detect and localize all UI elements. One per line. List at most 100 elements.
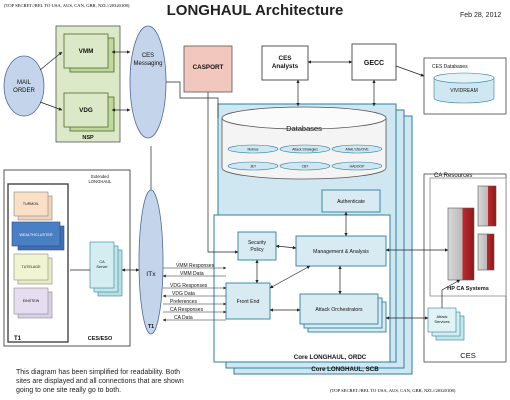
svg-text:GECC: GECC [364,60,384,67]
casport-to-core [207,92,239,254]
classification-bottom: (TOP SECRET//REL TO USA, AUS, CAN, GBR, … [330,388,456,393]
extended-longhaul-label: Extended [91,174,109,179]
db-item-cbt: CBT [279,161,331,171]
security-to-mgmt [275,244,297,250]
svg-text:Messaging: Messaging [133,61,162,67]
svg-text:VDG: VDG [79,107,93,114]
svg-text:MAIL: MAIL [17,80,32,86]
svg-text:Security: Security [248,240,267,246]
itx-link-labels: VMM Responses VMM Data VDG Responses VDG… [170,263,215,321]
svg-text:Attack Orchestrators: Attack Orchestrators [315,307,363,313]
mail-to-vmm [39,51,63,71]
link-ca-responses: CA Responses [170,307,204,313]
svg-text:Management & Analysis: Management & Analysis [313,249,369,255]
ces-analysts-box: CES Analysts [261,45,309,81]
hp-server-rack-top [477,185,497,227]
svg-text:Server: Server [96,265,108,269]
page-title: LONGHAUL Architecture [166,2,344,19]
mail-order-oval: MAIL ORDER [3,55,45,117]
tutelage-stack: TUTELAGE [13,253,53,285]
attack-services-stack: Attack Services [427,307,465,341]
svg-text:ANALYZE/OVE: ANALYZE/OVE [345,148,369,152]
ca-server-stack: CA Server [89,241,123,297]
svg-text:Authenticate: Authenticate [337,199,365,205]
security-policy-box: Security Policy [237,231,277,261]
diagram-date: Feb 28, 2012 [460,12,502,19]
svg-text:VMM: VMM [79,48,94,55]
footer-note-line-2: sites are displayed and all connections … [16,378,184,385]
svg-text:Mobius: Mobius [248,148,259,152]
svg-text:CASPORT: CASPORT [193,64,224,71]
authenticate-box: Authenticate [321,189,381,213]
svg-text:VIVIDREAM: VIVIDREAM [450,88,478,94]
ca-resources-label: CA Resources [434,173,472,179]
svg-text:LONGHAUL: LONGHAUL [88,179,112,184]
front-end-box: Front End [225,282,271,320]
link-vdg-responses: VDG Responses [170,283,208,289]
db-item-mobius: Mobius [227,144,279,154]
core-scb-label: Core LONGHAUL, SCB [311,366,379,373]
nsp-label: NSP [82,135,94,141]
databases-label: Databases [286,124,322,133]
ces-eso-label: CES/ESO [88,336,113,342]
hp-server-rack-mid [477,233,495,271]
link-vdg-data: VDG Data [172,291,195,297]
databases-cylinder: Databases Mobius Attack Strategies ANALY… [221,106,387,180]
db-item-attack-strategies: Attack Strategies [279,144,331,154]
classification-top: (TOP SECRET//REL TO USA, AUS, CAN, GBR, … [4,3,130,8]
svg-text:ITx: ITx [146,271,156,278]
frontend-to-mgmt [269,265,311,289]
svg-text:CES Databases: CES Databases [432,64,468,70]
casport-box: CASPORT [183,45,233,93]
db-item-analyzeove: ANALYZE/OVE [331,144,383,154]
svg-text:Attack: Attack [436,314,447,319]
svg-text:JET: JET [250,165,256,169]
ces-databases-box: CES Databases VIVIDREAM [423,57,507,115]
itx-frontend-links [162,266,227,322]
db-item-jet: JET [227,161,279,171]
core-ordc-label: Core LONGHAUL, ORDC [294,354,367,361]
gecc-box: GECC [351,43,397,81]
hp-server-rack-large [447,207,475,281]
svg-text:Front End: Front End [237,299,260,305]
svg-text:TUTELAGE: TUTELAGE [22,265,42,269]
svg-text:TURMOIL: TURMOIL [23,202,39,206]
svg-text:Services: Services [434,319,449,324]
svg-text:ORDER: ORDER [13,88,35,94]
svg-text:HADOOP: HADOOP [350,165,365,169]
svg-text:Attack Strategies: Attack Strategies [292,148,318,152]
vividream-cylinder: VIVIDREAM [433,72,495,104]
svg-text:CA: CA [99,260,105,264]
link-ca-data: CA Data [174,315,193,321]
svg-text:EINSTEIN: EINSTEIN [23,299,40,303]
link-vmm-responses: VMM Responses [176,263,215,269]
connectors [39,50,461,320]
itx-oval: ITx T1 [138,189,164,335]
turmoil-stack: TURMOIL [13,191,53,221]
attack-services-to-servers [441,279,461,308]
svg-text:CES: CES [142,53,154,59]
ces-messaging-to-core [166,81,219,118]
footer-note-line-1: This diagram has been simplified for rea… [16,369,181,376]
link-vmm-data: VMM Data [180,271,204,277]
vmm-box: VMM [63,33,115,73]
ces-messaging-oval: CES Messaging [129,25,167,139]
management-analysis-box: Management & Analysis [295,235,387,267]
mail-to-vdg [39,101,63,111]
svg-text:Analysts: Analysts [272,63,299,70]
svg-text:WEALTHCLUSTER: WEALTHCLUSTER [19,233,53,237]
svg-text:CES: CES [279,55,292,62]
svg-text:CBT: CBT [302,165,309,169]
db-item-hadoop: HADOOP [331,161,383,171]
hp-ca-systems-label: HP CA Systems [447,286,489,292]
wealthcluster-stack: WEALTHCLUSTER [11,221,65,251]
footer-note-line-3: going to one site really go to both. [16,387,122,394]
vdg-box: VDG [63,92,115,132]
attack-orchestrators-stack: Attack Orchestrators [299,293,387,333]
ces-label: CES [460,351,475,360]
t1-box-label: T1 [14,336,22,342]
link-preferences: Preferences [170,299,197,305]
einstein-stack: EINSTEIN [13,287,53,319]
